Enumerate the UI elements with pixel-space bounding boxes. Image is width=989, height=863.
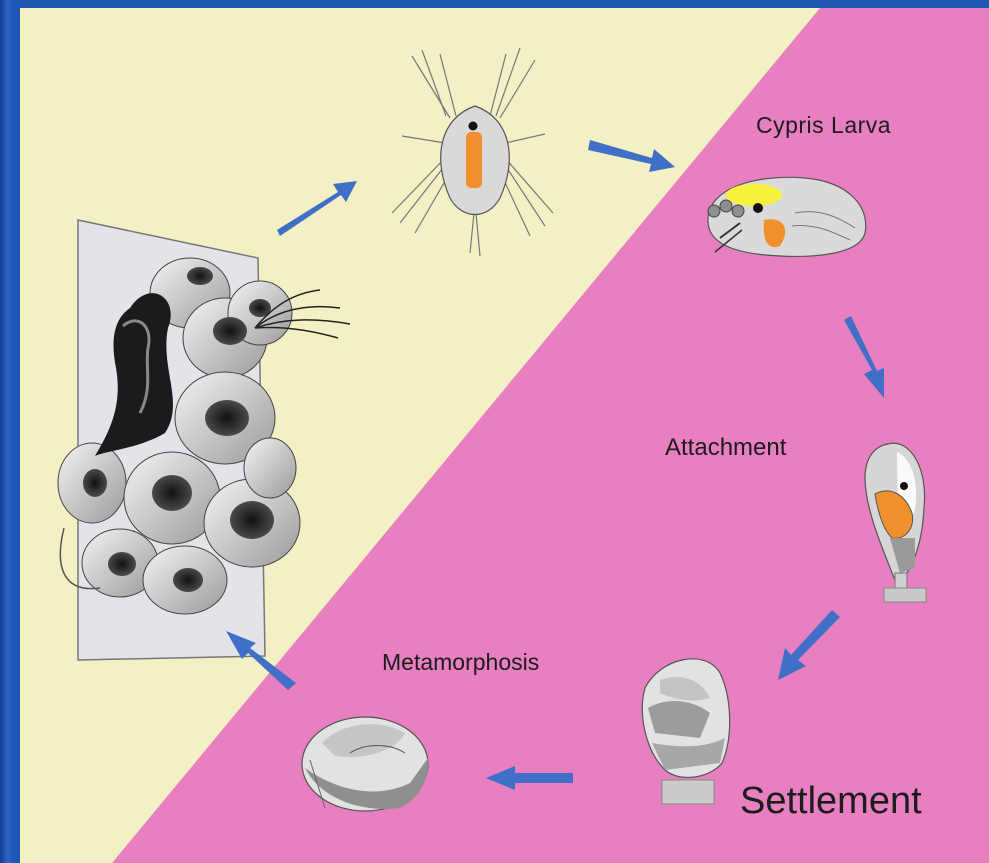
- juvenile-barnacle-illustration: [302, 717, 428, 811]
- attachment-label: Attachment: [665, 434, 786, 462]
- cypris-larva-label: Cypris Larva: [756, 112, 891, 139]
- life-cycle-diagram: Cypris Larva Attachment Metamorphosis Se…: [20, 8, 989, 863]
- cypris-larva-illustration: [708, 177, 866, 256]
- settlement-label: Settlement: [740, 780, 922, 823]
- metamorphosis-label: Metamorphosis: [382, 649, 539, 676]
